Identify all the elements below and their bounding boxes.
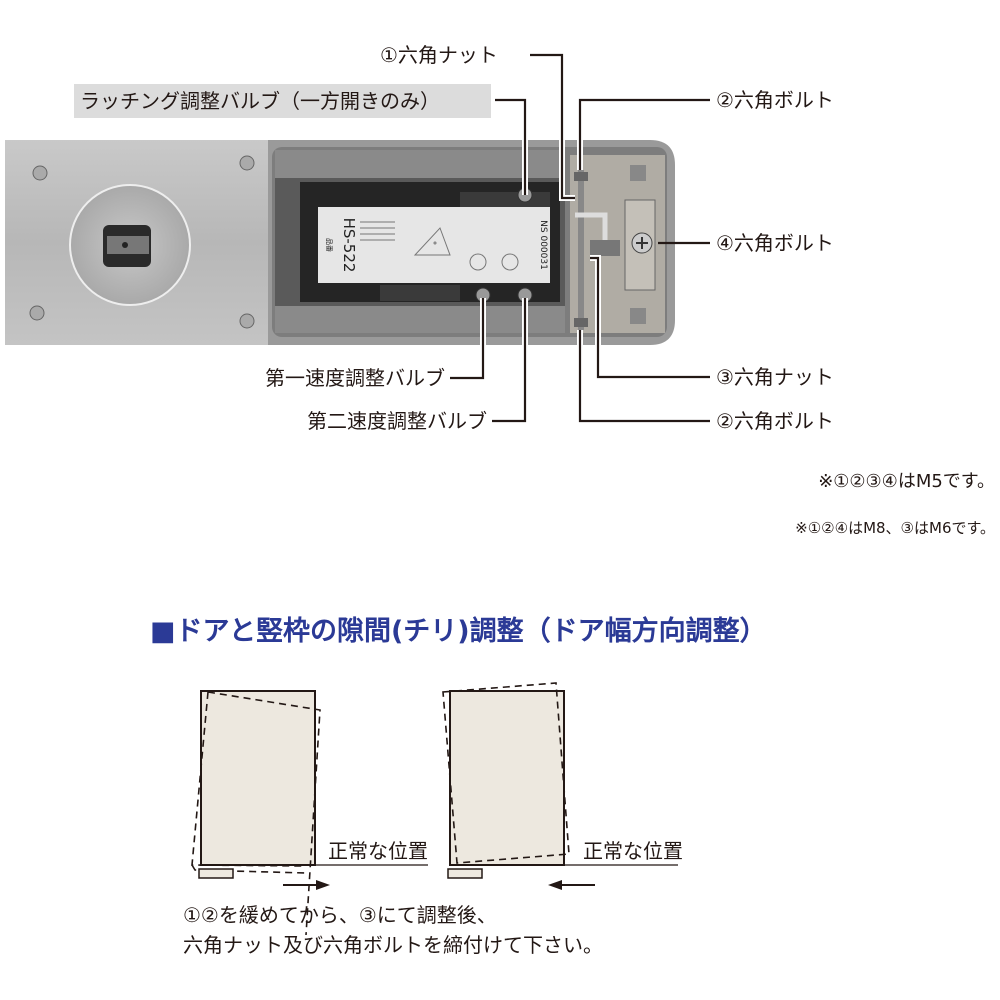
label-hex-nut-1: ①六角ナット: [380, 43, 498, 67]
arrow-left-icon: [548, 880, 562, 890]
normal-position-caption-right: 正常な位置: [583, 839, 683, 863]
model-number: HS-522: [340, 218, 358, 273]
floor-hinge-base: [447, 868, 483, 879]
hex-nut-3: [590, 240, 620, 256]
arrow-right-icon: [316, 880, 330, 890]
floor-hinge-base: [198, 868, 234, 879]
instruction-line-1: ①②を緩めてから、③にて調整後、: [183, 903, 497, 927]
label-heading: 品番: [325, 238, 333, 252]
label-hex-bolt-2-top: ②六角ボルト: [716, 88, 834, 112]
label-latching-valve: ラッチング調整バルブ（一方開きのみ）: [80, 89, 440, 113]
leader-lines: [450, 53, 710, 423]
label-hex-bolt-4: ④六角ボルト: [716, 231, 834, 255]
serial-number: NS 000031: [538, 220, 548, 270]
door-normal: [449, 690, 565, 866]
label-speed1-valve: 第一速度調整バルブ: [265, 366, 445, 390]
door-diagram-right: 正常な位置: [442, 682, 683, 890]
instruction-line-2: 六角ナット及び六角ボルトを締付けて下さい。: [183, 933, 603, 957]
label-hex-nut-3: ③六角ナット: [716, 365, 834, 389]
door-diagram-left: 正常な位置: [191, 690, 428, 936]
note-m8-m6: ※①②④はM8、③はM6です。: [795, 519, 995, 537]
door-normal: [200, 690, 316, 866]
floor-hinge-photo: HS-522 品番 NS 000031: [5, 140, 675, 345]
normal-position-caption-left: 正常な位置: [328, 839, 428, 863]
label-speed2-valve: 第二速度調整バルブ: [307, 409, 487, 433]
note-m5: ※①②③④はM5です。: [818, 471, 995, 492]
hex-bolt-2: [578, 170, 584, 330]
latching-label-highlight: [74, 84, 491, 118]
door-shifted-outline: [442, 682, 570, 864]
label-hex-bolt-2-bottom: ②六角ボルト: [716, 409, 834, 433]
section-heading: ■ドアと竪枠の隙間(チリ)調整（ドア幅方向調整）: [150, 615, 767, 647]
